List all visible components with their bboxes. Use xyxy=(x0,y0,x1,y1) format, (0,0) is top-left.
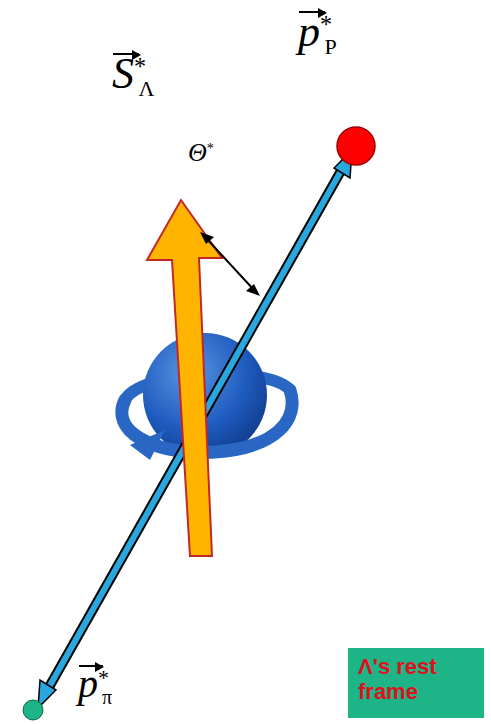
frame-label: Λ's rest frame xyxy=(358,654,474,705)
ring-arrow xyxy=(130,430,165,460)
momentum-arrow xyxy=(38,150,352,708)
spin-label: S*Λ xyxy=(112,52,154,96)
pion-momentum-label: p*π xyxy=(78,664,112,704)
proton-dot xyxy=(337,127,375,165)
angle-label: Θ* xyxy=(188,140,214,166)
spin-arrow xyxy=(147,200,222,556)
angle-marker xyxy=(200,232,260,296)
pion-dot xyxy=(23,700,43,720)
proton-momentum-label: p*P xyxy=(298,10,337,54)
frame-box: Λ's rest frame xyxy=(348,648,484,718)
